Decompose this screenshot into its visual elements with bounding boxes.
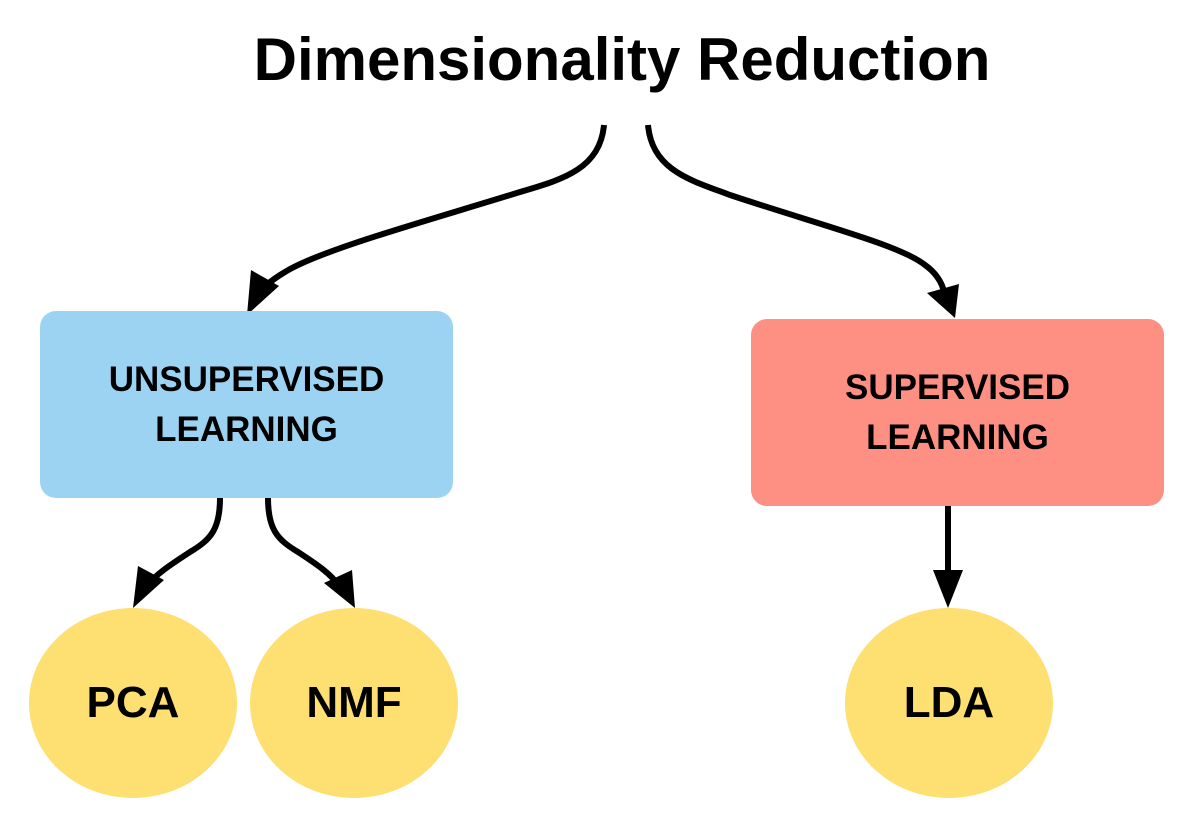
arrowhead-unsupervised xyxy=(247,270,279,315)
lda-label: LDA xyxy=(903,678,995,727)
arrow-unsupervised-to-pca xyxy=(145,497,223,587)
arrow-title-to-unsupervised xyxy=(253,124,607,302)
unsupervised-label-line2: LEARNING xyxy=(155,409,338,449)
pca-node: PCA xyxy=(29,608,237,798)
arrow-title-to-supervised xyxy=(645,124,947,293)
arrowhead-lda xyxy=(933,570,963,608)
pca-label: PCA xyxy=(86,678,180,727)
arrowhead-nmf xyxy=(324,570,355,608)
unsupervised-label-line1: UNSUPERVISED xyxy=(108,359,385,399)
arrowhead-supervised xyxy=(927,284,959,318)
nmf-node: NMF xyxy=(250,608,458,798)
supervised-label-line2: LEARNING xyxy=(866,417,1049,457)
diagram-title: Dimensionality Reduction xyxy=(253,26,991,93)
supervised-label-line1: SUPERVISED xyxy=(845,367,1070,407)
unsupervised-learning-box: UNSUPERVISED LEARNING xyxy=(40,311,453,498)
nmf-label: NMF xyxy=(306,678,402,727)
arrowhead-pca xyxy=(133,566,164,608)
supervised-learning-box: SUPERVISED LEARNING xyxy=(751,319,1164,506)
lda-node: LDA xyxy=(845,608,1053,798)
arrow-unsupervised-to-nmf xyxy=(265,497,341,587)
